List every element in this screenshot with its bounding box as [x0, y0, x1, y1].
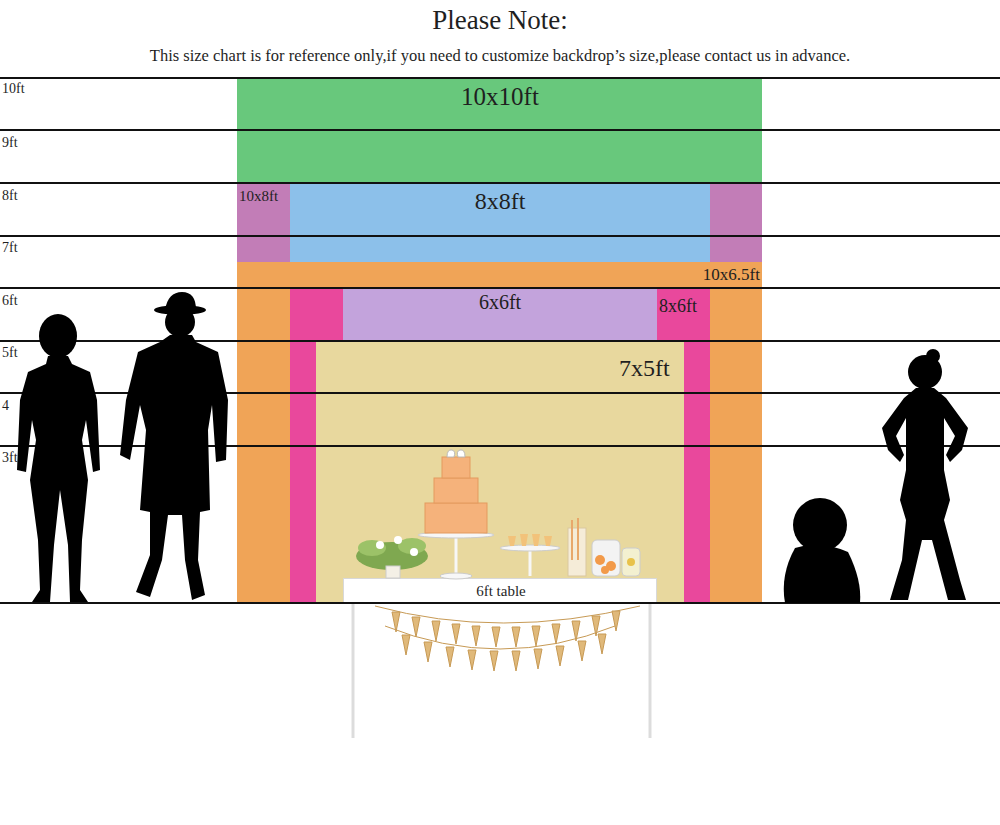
height-mark: 4 — [2, 398, 9, 414]
dessert-stands-part — [601, 566, 609, 574]
tiered-cake-part — [425, 503, 487, 533]
height-mark: 8ft — [2, 188, 18, 204]
dessert-stands-part — [520, 534, 528, 546]
dessert-stands-part — [592, 540, 620, 576]
flower-arrangement-part — [394, 536, 402, 544]
girl-silhouette — [882, 349, 968, 600]
man-silhouette-part — [120, 335, 228, 600]
height-gridlines-part — [0, 129, 1000, 131]
tassel-garland-part — [612, 611, 620, 631]
size-label: 8x6ft — [659, 296, 697, 317]
flower-arrangement-part — [410, 548, 418, 556]
flower-arrangement-part — [386, 566, 400, 578]
flower-arrangement-part — [376, 541, 384, 549]
tassel-garland-part — [556, 646, 564, 666]
height-gridlines-part — [0, 235, 1000, 237]
tassel-garland-part — [512, 627, 520, 647]
backdrop-band: 10x6.5ft 8x6ft 6x6ft 7x5ft — [237, 262, 762, 603]
tassel-garland-part — [492, 627, 500, 647]
tiered-cake-part — [447, 450, 455, 457]
dessert-stands — [500, 518, 640, 576]
size-label: 10x6.5ft — [703, 265, 760, 285]
note-text: This size chart is for reference only,if… — [150, 47, 850, 66]
tassel-garland-part — [578, 641, 586, 661]
man-silhouette-part — [165, 307, 195, 337]
size-label: 7x5ft — [619, 355, 670, 383]
dessert-stands-part — [544, 536, 552, 546]
table-legs — [353, 604, 650, 738]
tassel-garland-part — [572, 621, 580, 641]
size-label: 10x8ft — [239, 188, 278, 205]
tassel-garland-part — [446, 647, 454, 667]
height-mark: 10ft — [2, 81, 25, 97]
tassel-garland-part — [592, 616, 600, 636]
height-mark: 6ft — [2, 293, 18, 309]
tassel-garland-part — [452, 624, 460, 644]
woman-silhouette — [17, 314, 100, 602]
height-mark: 3ft — [2, 450, 18, 466]
tassel-garland-part — [424, 642, 432, 662]
tassel-garland-part — [432, 621, 440, 641]
dessert-stands-part — [571, 520, 573, 560]
sitting-child-silhouette-part — [793, 498, 847, 552]
dessert-stands-part — [500, 545, 560, 551]
tassel-garland-part — [402, 635, 410, 655]
height-gridlines — [0, 78, 1000, 603]
dessert-stands-part — [627, 558, 635, 566]
tiered-cake — [418, 450, 494, 579]
tassel-garland-part — [598, 634, 606, 654]
tiered-cake-part — [442, 457, 470, 478]
dessert-stands-part — [595, 555, 605, 565]
height-gridlines-part — [0, 77, 1000, 79]
height-mark: 5ft — [2, 345, 18, 361]
tassel-garland-part — [490, 651, 498, 671]
tassel-garland-part — [532, 626, 540, 646]
tassel-garland-part — [412, 617, 420, 637]
tassel-garland-part — [552, 624, 560, 644]
girl-silhouette-part — [926, 349, 940, 363]
tassel-garland-part — [392, 612, 400, 632]
height-mark: 9ft — [2, 135, 18, 151]
man-silhouette — [120, 292, 228, 600]
table-top: 6ft table — [343, 578, 657, 604]
girl-silhouette-part — [882, 388, 968, 600]
tassel-garland-part — [534, 649, 542, 669]
flower-arrangement — [356, 536, 428, 578]
dessert-stands-part — [532, 534, 540, 546]
tiered-cake-part — [457, 450, 465, 457]
height-mark: 7ft — [2, 240, 18, 256]
tassel-garland-part — [468, 650, 476, 670]
tiered-cake-part — [440, 573, 472, 579]
dessert-stands-part — [508, 536, 516, 546]
tiered-cake-part — [434, 478, 478, 503]
sitting-child-silhouette-part — [784, 545, 861, 603]
size-label: 10x10ft — [461, 83, 539, 112]
height-gridlines-part — [0, 340, 1000, 342]
woman-silhouette-part — [17, 356, 100, 602]
dessert-stands-part — [622, 548, 640, 576]
height-gridlines-part — [0, 182, 1000, 184]
table-legs-part — [649, 604, 652, 738]
sitting-child-silhouette — [784, 498, 861, 603]
tiered-cake-part — [455, 535, 458, 575]
tassel-garland-part — [512, 651, 520, 671]
table-label: 6ft table — [476, 583, 526, 600]
flower-arrangement-part — [358, 540, 386, 556]
chart-title: Please Note: — [432, 5, 568, 36]
tassel-garland — [375, 606, 640, 671]
woman-silhouette-part — [39, 314, 77, 358]
dessert-stands-part — [529, 548, 532, 576]
table-legs-part — [352, 604, 355, 738]
size-label: 8x8ft — [475, 188, 526, 216]
height-gridlines-part — [0, 287, 1000, 289]
size-label: 6x6ft — [479, 291, 521, 314]
tassel-garland-part — [472, 626, 480, 646]
dessert-stands-part — [577, 518, 579, 560]
